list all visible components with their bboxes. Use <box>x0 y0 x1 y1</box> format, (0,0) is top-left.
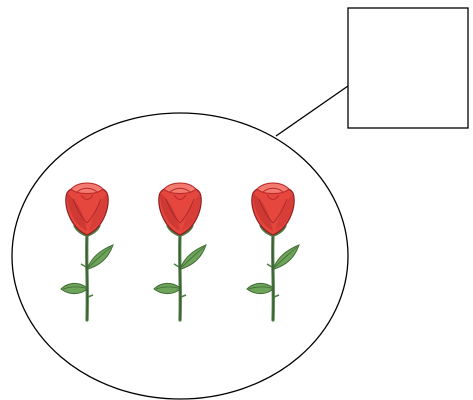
rose-icon <box>154 183 206 320</box>
answer-box <box>348 8 468 128</box>
rose-group <box>61 183 299 320</box>
connector-line <box>276 86 348 136</box>
rose-icon <box>247 183 299 320</box>
rose-icon <box>61 183 113 320</box>
